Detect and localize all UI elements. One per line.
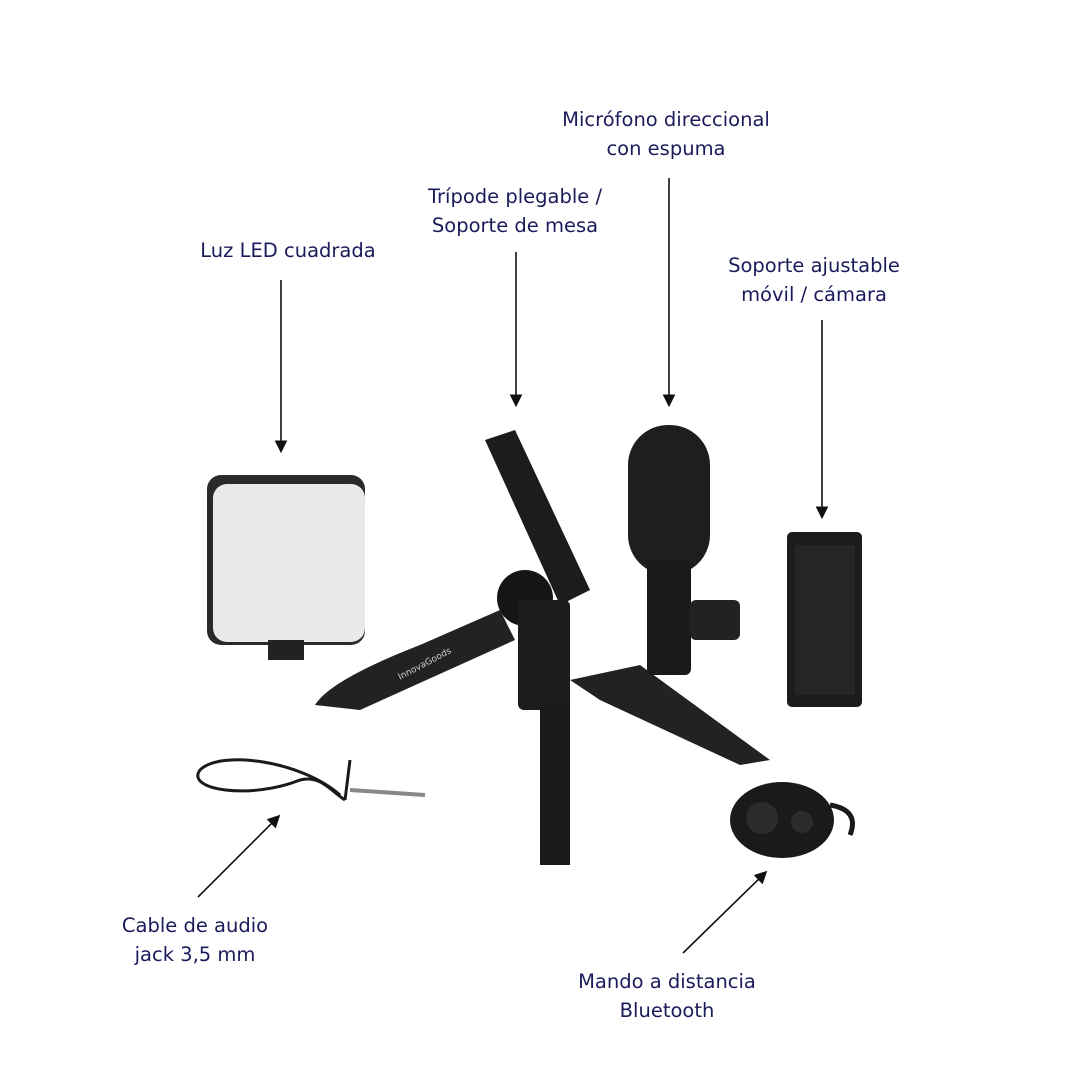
label-audio-cable: Cable de audio jack 3,5 mm [122,911,268,969]
label-phone-holder: Soporte ajustable móvil / cámara [728,251,900,309]
label-line: Trípode plegable / [427,185,603,208]
label-line: Soporte de mesa [431,214,599,237]
label-tripod: Trípode plegable / Soporte de mesa [428,182,602,240]
arrow-cable [197,814,281,898]
label-led-light: Luz LED cuadrada [200,236,375,265]
label-line: móvil / cámara [741,283,887,306]
label-microphone: Micrófono direccional con espuma [562,105,770,163]
audio-cable-product [196,758,426,802]
led-light-product [207,475,365,660]
remote-product [730,782,855,858]
label-line: con espuma [606,137,726,160]
label-line: Luz LED cuadrada [200,239,376,262]
label-line: Cable de audio [121,914,269,937]
label-line: jack 3,5 mm [134,943,256,966]
label-remote: Mando a distancia Bluetooth [578,967,756,1025]
microphone-product [628,425,740,675]
label-line: Mando a distancia [578,970,756,993]
label-line: Micrófono direccional [562,108,770,131]
label-line: Soporte ajustable [728,254,900,277]
label-line: Bluetooth [619,999,715,1022]
tripod-product: InnovaGoods [315,430,770,865]
phone-holder-product [787,532,862,707]
arrow-remote [682,870,768,954]
